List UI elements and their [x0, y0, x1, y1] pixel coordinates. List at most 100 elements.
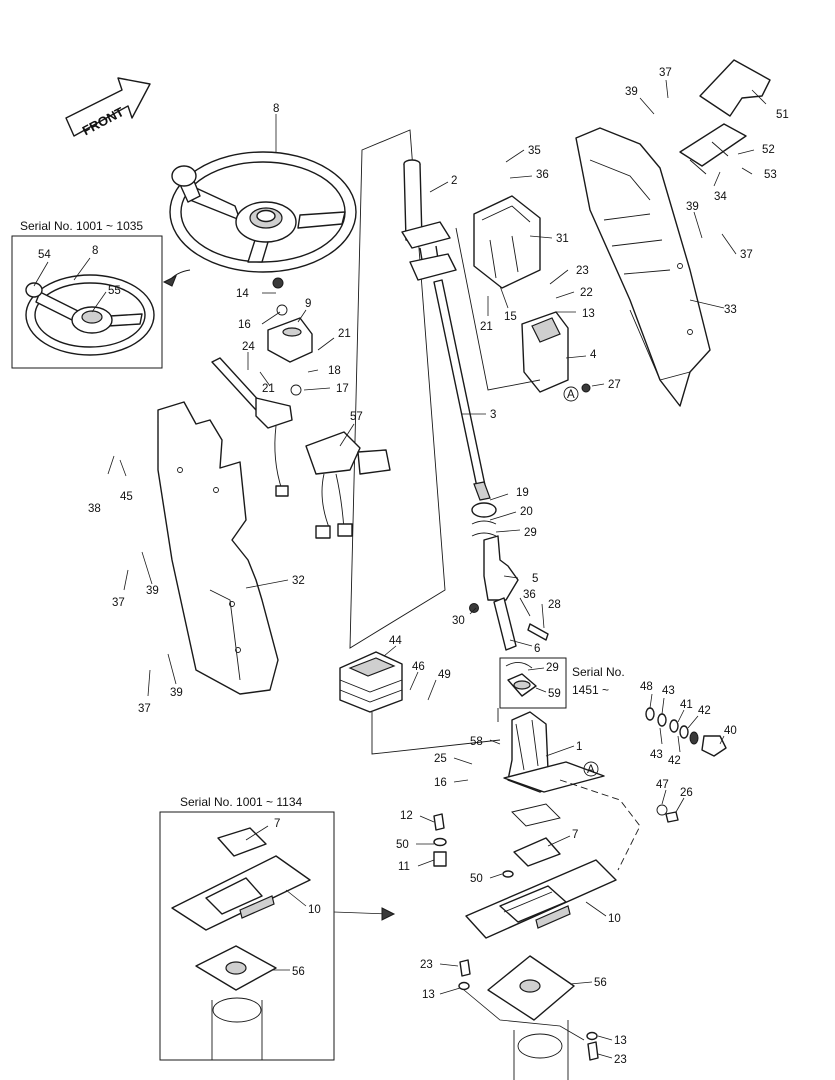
- callout-21c: 21: [262, 383, 275, 395]
- callout-37: 37: [659, 67, 672, 79]
- steering-column: [349, 129, 491, 649]
- callout-34: 34: [714, 191, 727, 203]
- callout-26: 26: [680, 787, 693, 799]
- inset-caption: Serial No. 1001 ~ 1035: [20, 219, 143, 233]
- callout-55: 55: [108, 285, 121, 297]
- callout-41: 41: [680, 699, 693, 711]
- callout-21b: 21: [338, 328, 351, 340]
- ref-a-1: A: [567, 389, 575, 401]
- callout-50: 50: [396, 839, 409, 851]
- callout-39c: 39: [146, 585, 159, 597]
- floor-plate-10: [433, 813, 617, 939]
- callout-50b: 50: [470, 873, 483, 885]
- steering-wheel: [162, 151, 357, 287]
- callout-numbers: 8 37 39 51 52 53 34 39 37 33 35 36 2 31 …: [38, 67, 789, 1066]
- switch-assembly: [211, 277, 313, 497]
- callout-8: 8: [273, 103, 279, 115]
- callout-28: 28: [548, 599, 561, 611]
- column-cover-33: [575, 127, 711, 407]
- callout-14: 14: [236, 288, 249, 300]
- callout-39b: 39: [686, 201, 699, 213]
- callout-43: 43: [662, 685, 675, 697]
- callout-21: 21: [480, 321, 493, 333]
- callout-11: 11: [398, 861, 410, 873]
- plate-56: [458, 955, 599, 1080]
- callout-56b: 56: [594, 977, 607, 989]
- callout-19: 19: [516, 487, 529, 499]
- ref-a-2: A: [587, 764, 595, 776]
- callout-48: 48: [640, 681, 653, 693]
- callout-31: 31: [556, 233, 569, 245]
- callout-9: 9: [305, 298, 311, 310]
- callout-23: 23: [576, 265, 589, 277]
- callout-17: 17: [336, 383, 349, 395]
- callout-35: 35: [528, 145, 541, 157]
- callout-3: 3: [490, 409, 496, 421]
- reference-marks: A A: [563, 386, 599, 777]
- callout-32: 32: [292, 575, 305, 587]
- callout-1: 1: [576, 741, 582, 753]
- callout-7b: 7: [572, 829, 578, 841]
- callout-8b: 8: [92, 245, 98, 257]
- universal-joint: [469, 502, 549, 651]
- callout-13b: 13: [422, 989, 435, 1001]
- callout-43b: 43: [650, 749, 663, 761]
- callout-37b: 37: [740, 249, 753, 261]
- callout-37d: 37: [138, 703, 151, 715]
- callout-13c: 13: [614, 1035, 627, 1047]
- callout-40: 40: [724, 725, 737, 737]
- inset-caption-2: Serial No.: [572, 665, 625, 679]
- callout-46: 46: [412, 661, 425, 673]
- callout-13: 13: [582, 308, 595, 320]
- callout-47: 47: [656, 779, 669, 791]
- callout-18: 18: [328, 365, 341, 377]
- callout-52: 52: [762, 144, 775, 156]
- callout-16: 16: [238, 319, 251, 331]
- callout-20: 20: [520, 506, 533, 518]
- callout-42: 42: [698, 705, 711, 717]
- switch-57: [305, 431, 391, 539]
- callout-27: 27: [608, 379, 621, 391]
- callout-49: 49: [438, 669, 451, 681]
- callout-54: 54: [38, 249, 51, 261]
- callout-39d: 39: [170, 687, 183, 699]
- callout-23c: 23: [614, 1054, 627, 1066]
- callout-37c: 37: [112, 597, 125, 609]
- callout-42b: 42: [668, 755, 681, 767]
- inset-steering-wheel: Serial No. 1001 ~ 1035: [11, 219, 163, 369]
- callout-36b: 36: [523, 589, 536, 601]
- callout-29b: 29: [546, 662, 559, 674]
- callout-22: 22: [580, 287, 593, 299]
- callout-25: 25: [434, 753, 447, 765]
- lever-40: [559, 707, 727, 871]
- inset-floor-plate: Serial No. 1001 ~ 1134: [159, 795, 396, 1061]
- boot-44: [339, 651, 501, 755]
- callout-2: 2: [451, 175, 457, 187]
- inset-caption-3: Serial No. 1001 ~ 1134: [180, 795, 303, 809]
- callout-23b: 23: [420, 959, 433, 971]
- callout-44: 44: [389, 635, 402, 647]
- leader-lines: [33, 79, 767, 1059]
- callout-16b: 16: [434, 777, 447, 789]
- callout-59: 59: [548, 688, 561, 700]
- callout-12: 12: [400, 810, 413, 822]
- column-brackets: [455, 195, 591, 393]
- inset-caption-2b: 1451 ~: [572, 683, 609, 697]
- callout-10: 10: [308, 904, 321, 916]
- front-direction-arrow: FRONT: [65, 77, 151, 138]
- callout-15: 15: [504, 311, 517, 323]
- callout-56: 56: [292, 966, 305, 978]
- callout-45: 45: [120, 491, 133, 503]
- callout-6: 6: [534, 643, 540, 655]
- callout-51: 51: [776, 109, 789, 121]
- callout-38: 38: [88, 503, 101, 515]
- callout-53: 53: [764, 169, 777, 181]
- callout-7: 7: [274, 818, 280, 830]
- callout-57: 57: [350, 411, 363, 423]
- callout-10b: 10: [608, 913, 621, 925]
- callout-36: 36: [536, 169, 549, 181]
- callout-24: 24: [242, 341, 255, 353]
- inset-top-bracket: Serial No. 1451 ~: [497, 657, 625, 722]
- callout-29: 29: [524, 527, 537, 539]
- callout-58: 58: [470, 736, 483, 748]
